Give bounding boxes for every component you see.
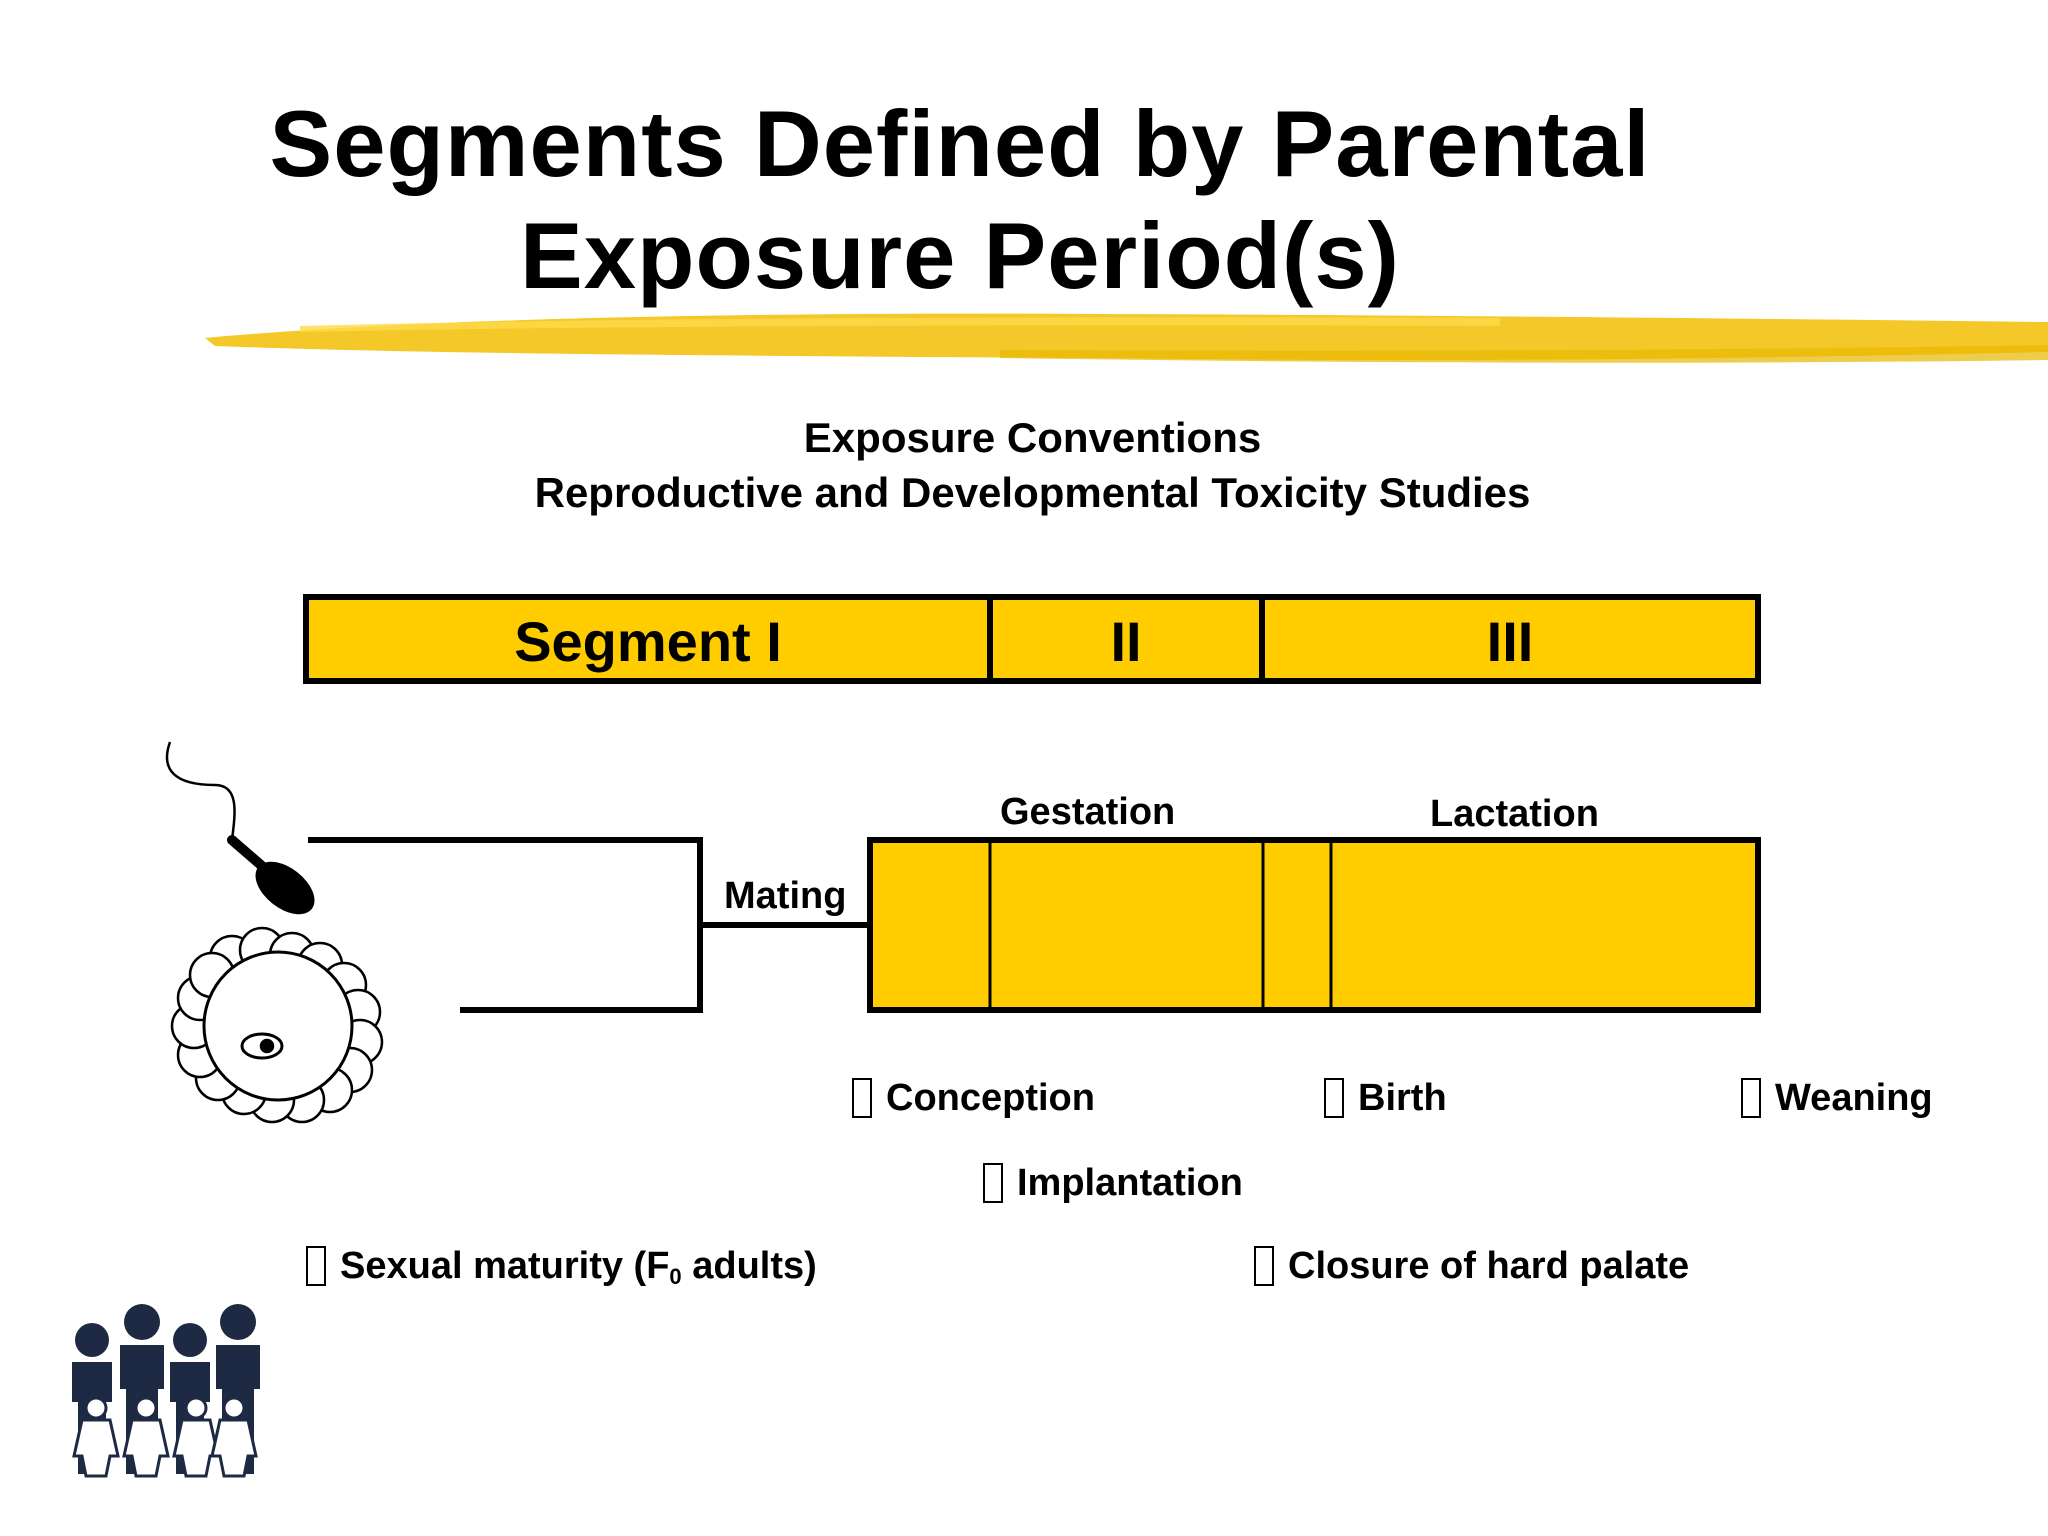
gestation-label: Gestation (1000, 791, 1176, 833)
segment-3-label: III (1486, 610, 1534, 673)
title-line-2: Exposure Period(s) (520, 203, 1400, 308)
segment-bar (303, 594, 1761, 684)
mating-label: Mating (724, 875, 847, 917)
subtitle-line-2: Reproductive and Developmental Toxicity … (534, 469, 1531, 516)
egg-cell-icon (170, 926, 384, 1124)
family-logo-icon (72, 1304, 260, 1478)
event-conception-text: Conception (886, 1077, 1095, 1119)
event-birth-text: Birth (1358, 1077, 1447, 1119)
event-marker-icon (983, 1163, 1003, 1203)
event-hard-palate: Closure of hard palate (1254, 1244, 1689, 1288)
diagram-subtitle: Exposure Conventions Reproductive and De… (0, 410, 2048, 520)
event-sexual-maturity-prefix: Sexual maturity (F (340, 1245, 670, 1287)
event-sexual-maturity: Sexual maturity (F0 adults) (306, 1244, 817, 1299)
event-marker-icon (1254, 1246, 1274, 1286)
event-marker-icon (1741, 1078, 1761, 1118)
timeline-box (867, 837, 1761, 1013)
event-sexual-maturity-suffix: adults) (681, 1245, 817, 1287)
segment-2-label: II (1110, 610, 1142, 673)
event-hard-palate-text: Closure of hard palate (1288, 1245, 1690, 1287)
event-implantation: Implantation (983, 1161, 1243, 1205)
event-marker-icon (306, 1246, 326, 1286)
event-sexual-maturity-subscript: 0 (669, 1264, 682, 1289)
event-birth: Birth (1324, 1076, 1447, 1120)
segment-1-label: Segment I (514, 610, 782, 673)
segment-3-box (1259, 594, 1761, 684)
event-implantation-text: Implantation (1017, 1162, 1243, 1204)
segment-1-box (303, 594, 993, 684)
event-weaning: Weaning (1741, 1076, 1933, 1120)
event-conception: Conception (852, 1076, 1095, 1120)
lactation-label: Lactation (1430, 793, 1599, 835)
event-weaning-text: Weaning (1775, 1077, 1933, 1119)
event-marker-icon (1324, 1078, 1344, 1118)
segment-2-box (987, 594, 1265, 684)
subtitle-line-1: Exposure Conventions (803, 414, 1262, 461)
title-underline-brush (205, 313, 2048, 363)
title-line-1: Segments Defined by Parental (269, 91, 1651, 196)
sperm-icon (165, 741, 315, 915)
mating-bracket (308, 837, 870, 1013)
event-marker-icon (852, 1078, 872, 1118)
slide-title: Segments Defined by Parental Exposure Pe… (0, 88, 1920, 312)
